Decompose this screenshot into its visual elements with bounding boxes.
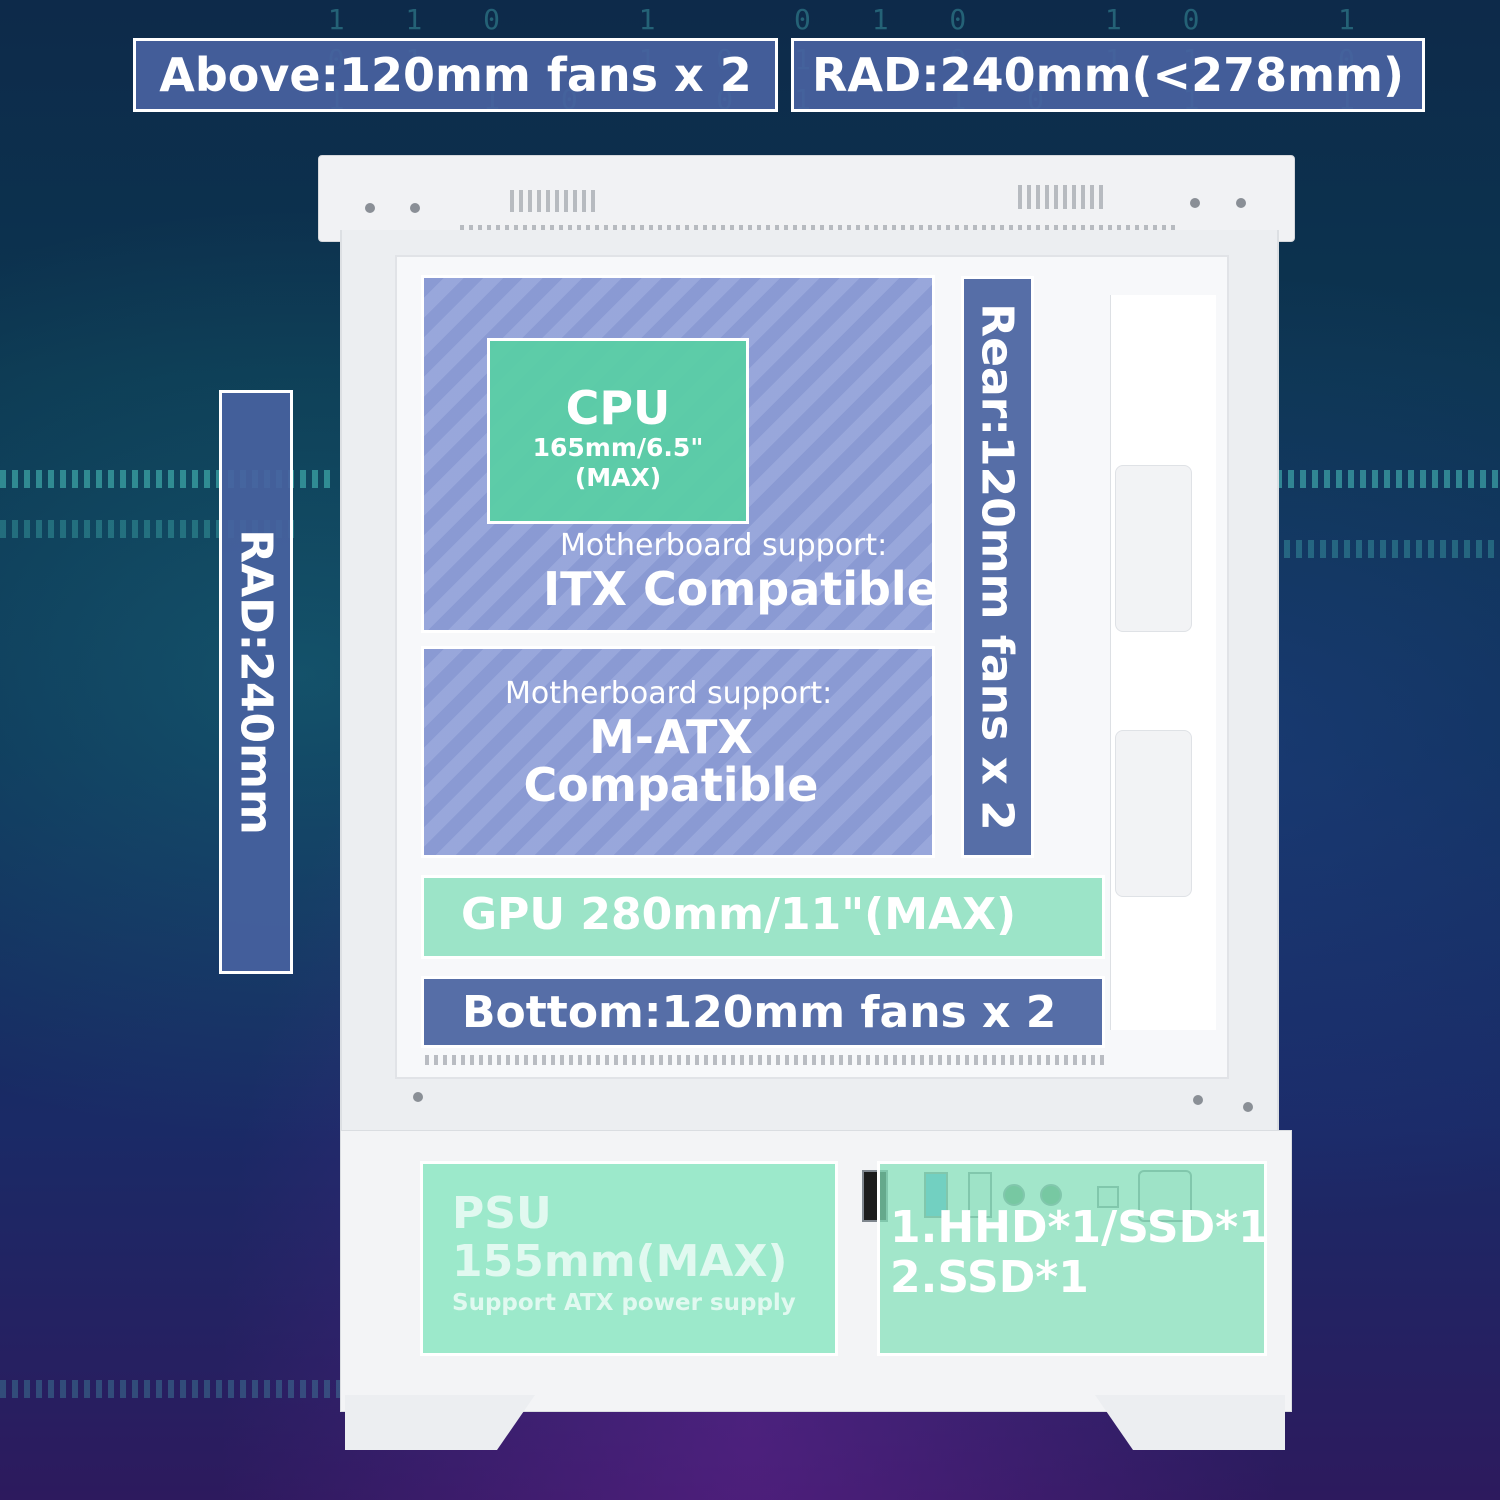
background-data-stream xyxy=(1240,470,1500,488)
screw xyxy=(413,1092,423,1102)
screw xyxy=(1193,1095,1203,1105)
rear-fans-label xyxy=(961,276,1034,858)
top-vent-grille xyxy=(510,190,600,212)
rear-panel xyxy=(1110,295,1216,1030)
rear-fans-label-text: Rear:120mm fans x 2 xyxy=(971,303,1023,831)
background-data-stream xyxy=(0,1380,340,1398)
psu-title: PSU xyxy=(452,1188,552,1239)
top-fans-label: Above:120mm fans x 2 xyxy=(133,38,778,112)
screw xyxy=(1190,198,1200,208)
top-fans-label-text: Above:120mm fans x 2 xyxy=(159,48,752,102)
itx-compatible-label: ITX Compatible xyxy=(543,562,938,616)
storage-line2: 2.SSD*1 xyxy=(890,1252,1089,1303)
bottom-fans-label-text: Bottom:120mm fans x 2 xyxy=(462,986,1057,1038)
psu-spec: 155mm(MAX) xyxy=(452,1236,788,1287)
matx-compatible-line1: M-ATX xyxy=(589,710,753,764)
screw xyxy=(1243,1102,1253,1112)
cpu-spec: 165mm/6.5"(MAX) xyxy=(532,433,704,492)
matx-motherboard-zone xyxy=(421,646,935,858)
screw xyxy=(410,203,420,213)
side-radiator-label xyxy=(219,390,293,974)
cpu-title: CPU xyxy=(565,381,671,435)
background-data-stream xyxy=(1260,540,1500,558)
matx-compatible-line2: Compatible xyxy=(523,758,819,812)
bottom-vent xyxy=(425,1055,1105,1065)
screw xyxy=(365,203,375,213)
side-radiator-label-text: RAD:240mm xyxy=(230,529,282,835)
rear-fan-slot xyxy=(1115,465,1192,632)
storage-zone xyxy=(877,1161,1267,1356)
gpu-zone xyxy=(421,875,1105,959)
top-vent-grille xyxy=(1018,185,1108,209)
rear-fan-slot xyxy=(1115,730,1192,897)
storage-line1: 1.HHD*1/SSD*1 xyxy=(890,1202,1269,1253)
bottom-fans-label: Bottom:120mm fans x 2 xyxy=(421,976,1105,1048)
matx-support-label: Motherboard support: xyxy=(505,676,833,711)
psu-note: Support ATX power supply xyxy=(452,1290,796,1316)
top-radiator-label-text: RAD:240mm(<278mm) xyxy=(812,48,1404,102)
psu-zone xyxy=(420,1161,838,1356)
screw xyxy=(1236,198,1246,208)
gpu-label: GPU 280mm/11"(MAX) xyxy=(461,889,1017,940)
itx-support-label: Motherboard support: xyxy=(560,528,888,563)
top-radiator-label: RAD:240mm(<278mm) xyxy=(791,38,1425,112)
cpu-cooler-zone: CPU 165mm/6.5"(MAX) xyxy=(487,338,749,524)
